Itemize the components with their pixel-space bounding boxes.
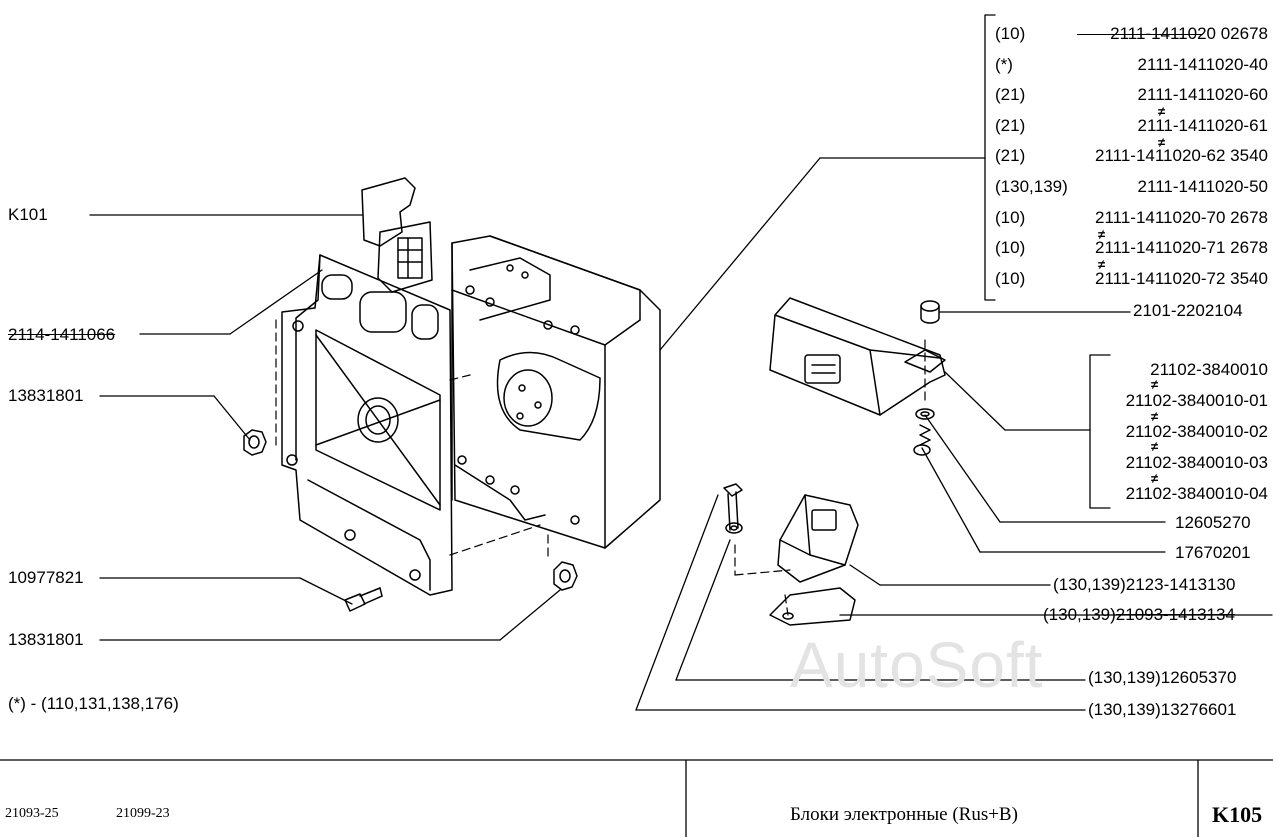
ecu-variant-row: (10) 2111-1411020-71 2678 [995, 238, 1268, 258]
ecu-variant-row: (10) 2111-1411020-70 2678 [995, 208, 1268, 228]
label-nut-left: 13831801 [8, 386, 84, 405]
ecu-variant-qty: (10) [995, 24, 1026, 43]
ecu-variant-number: 2111-1411020-60 [1137, 85, 1268, 105]
label-bolt2: (130,139)13276601 [1088, 700, 1237, 719]
ecu-variant-row: (21) 2111-1411020-61 [995, 116, 1268, 136]
immo-variant-number: 21102-3840010-03 [1125, 453, 1268, 472]
k101-connector [361, 177, 433, 293]
not-equal-mark: ≠ [1098, 257, 1106, 272]
immo-variant-number: 21102-3840010-04 [1125, 484, 1268, 503]
immo-variant-number: 21102-3840010-02 [1125, 422, 1268, 441]
label-sensor-bracket-prefix: (130,139) [1043, 605, 1116, 624]
label-bolt: 10977821 [8, 568, 84, 587]
ecu-variant-row: (10) 2111-1411020-72 3540 [995, 269, 1268, 289]
not-equal-mark: ≠ [1098, 227, 1106, 242]
footer-model-2: 21099-23 [116, 806, 170, 821]
not-equal-mark: ≠ [1158, 104, 1166, 119]
footer-lines [0, 759, 1273, 837]
ecu-variant-number: 2111-1411020-72 3540 [1095, 268, 1268, 288]
immo-variant-number: 21102-3840010-01 [1125, 391, 1268, 410]
immobilizer-unit [769, 297, 946, 456]
ecu-variant-row: (130,139) 2111-1411020-50 [995, 177, 1268, 197]
label-sensor-bracket: (130,139)21093-1413134 [1043, 605, 1235, 625]
hardware-left [243, 429, 578, 612]
ecu-variant-qty: (*) [995, 54, 1013, 74]
footer-code: K105 [1212, 802, 1263, 827]
mounting-bracket [281, 254, 453, 596]
ecu-housing [451, 235, 661, 549]
label-washer: 12605270 [1175, 513, 1251, 532]
ecu-variant-qty: (10) [995, 207, 1026, 227]
ecu-variant-number: 2111-1411020 02678 [1110, 24, 1268, 43]
not-equal-mark: ≠ [1151, 439, 1159, 454]
ecu-variant-number: 2111-1411020-71 2678 [1095, 238, 1268, 258]
left-leader-lines [89, 214, 561, 641]
label-nut-bottom: 13831801 [8, 630, 84, 649]
immo-variants-bracket [921, 311, 1166, 553]
label-washer2: (130,139)12605370 [1088, 668, 1237, 687]
ecu-variant-number: 2111-1411020-61 [1137, 115, 1268, 135]
ecu-variant-row: (21) 2111-1411020-60 [995, 85, 1268, 105]
ecu-variant-row: (10) 2111-1411020 02678 [995, 24, 1268, 44]
label-k101: K101 [8, 205, 48, 224]
immo-variant-number: 21102-3840010 [1150, 360, 1268, 379]
ecu-variant-number: 2111-1411020-62 3540 [1095, 146, 1268, 166]
ecu-variant-number: 2111-1411020-70 2678 [1095, 207, 1268, 227]
ecu-variant-qty: (130,139) [995, 177, 1068, 196]
ecu-variant-row: (*) 2111-1411020-40 [995, 55, 1268, 75]
ecu-variant-qty: (21) [995, 146, 1026, 166]
not-equal-mark: ≠ [1151, 377, 1159, 392]
label-bushing: 2101-2202104 [1133, 301, 1243, 320]
ecu-variant-qty: (10) [995, 268, 1026, 288]
ecu-variant-row: (21) 2111-1411020-62 3540 [995, 146, 1268, 166]
footer-title: Блоки электронные (Rus+B) [790, 804, 1018, 825]
label-sensor: (130,139)2123-1413130 [1053, 575, 1236, 594]
sensor-leader-lines [635, 494, 1273, 711]
label-note: (*) - (110,131,138,176) [8, 694, 179, 713]
ecu-variant-qty: (10) [995, 238, 1026, 258]
not-equal-mark: ≠ [1151, 409, 1159, 424]
not-equal-mark: ≠ [1158, 135, 1166, 150]
label-screw: 17670201 [1175, 543, 1251, 562]
throttle-sensor [723, 483, 859, 626]
footer-model-1: 21093-25 [5, 806, 59, 821]
ecu-variant-number: 2111-1411020-50 [1137, 177, 1268, 196]
watermark: AutoSoft [790, 629, 1044, 701]
ecu-variants-bracket [659, 14, 996, 351]
ecu-variant-strike [1077, 34, 1203, 35]
ecu-variant-number: 2111-1411020-40 [1137, 54, 1268, 74]
label-bracket: 2114-1411066 [8, 325, 116, 344]
not-equal-mark: ≠ [1151, 471, 1159, 486]
label-sensor-bracket-num: 21093-1413134 [1115, 605, 1235, 624]
ecu-variant-qty: (21) [995, 85, 1026, 105]
ecu-variant-qty: (21) [995, 115, 1026, 135]
